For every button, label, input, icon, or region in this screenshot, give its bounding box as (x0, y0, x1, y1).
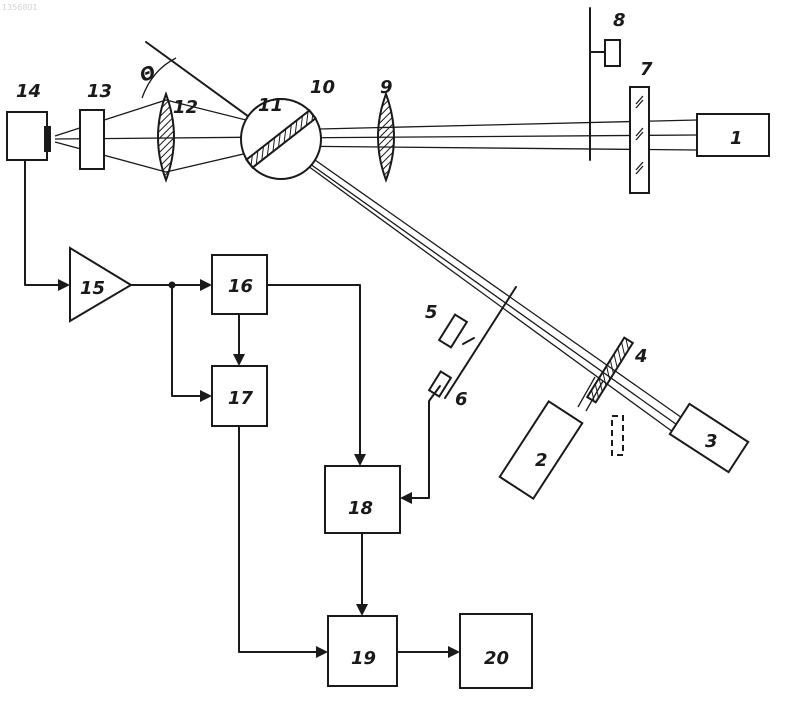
wire-17-19 (239, 426, 317, 652)
label-19: 19 (351, 648, 376, 669)
label-18: 18 (348, 498, 373, 519)
label-2: 2 (535, 450, 548, 471)
label-5: 5 (425, 302, 438, 323)
mirror-4 (587, 338, 633, 403)
shutter-5-rod (445, 287, 516, 398)
label-12: 12 (173, 97, 198, 118)
arrow-to-19 (356, 604, 368, 616)
label-7: 7 (640, 59, 653, 80)
label-1: 1 (730, 128, 743, 149)
shutter-5 (439, 315, 467, 348)
label-6: 6 (455, 389, 468, 410)
arrow-to-20 (448, 646, 460, 658)
label-17: 17 (228, 388, 254, 409)
label-16: 16 (228, 276, 253, 297)
arrow-16-17 (233, 354, 245, 366)
label-3: 3 (705, 431, 718, 452)
corner-code: 1356801 (2, 3, 38, 12)
label-8: 8 (613, 10, 626, 31)
wire-16-18 (267, 285, 360, 458)
diagonal-beam (278, 134, 685, 432)
arrow-6-18 (400, 492, 412, 504)
detector-14 (7, 112, 51, 160)
label-15: 15 (80, 278, 105, 299)
label-11: 11 (258, 95, 283, 116)
arrow-to-18 (354, 454, 366, 466)
lens-12 (158, 94, 174, 180)
lens-9 (378, 94, 394, 180)
mirror-4-alt-position (612, 416, 623, 455)
arrow-to-16 (200, 279, 212, 291)
arrow-17-19 (316, 646, 328, 658)
label-4: 4 (634, 346, 648, 367)
arrow-to-15 (58, 279, 70, 291)
label-20: 20 (484, 648, 509, 669)
shutter-8 (605, 40, 620, 66)
label-10: 10 (310, 77, 335, 98)
arrow-to-17 (200, 390, 212, 402)
label-9: 9 (380, 77, 393, 98)
angle-theta-label: Θ (137, 62, 159, 87)
label-13: 13 (87, 81, 112, 102)
wire-15-17 (172, 285, 204, 396)
filter-13 (80, 110, 104, 169)
plate-7 (630, 87, 649, 193)
wire-14-15 (25, 160, 62, 285)
wire-6-18 (410, 386, 440, 498)
shutter-5-link (463, 338, 474, 344)
label-14: 14 (16, 81, 41, 102)
